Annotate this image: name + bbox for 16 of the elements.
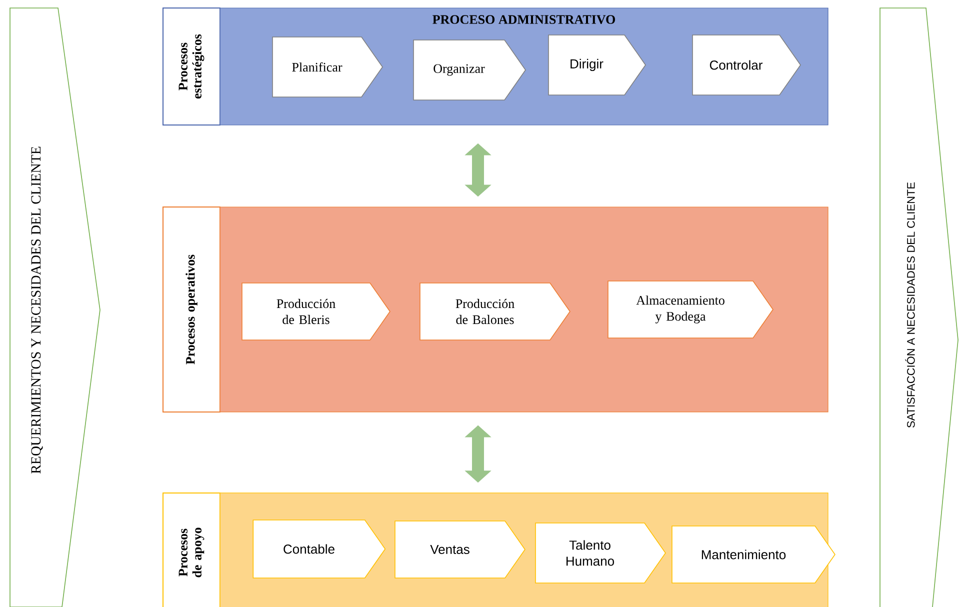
process-step: Mantenimiento	[672, 526, 836, 584]
process-step: Planificar	[272, 36, 383, 98]
process-step: Organizar	[413, 40, 526, 100]
output-chevron: SATISFACCIÓN A NECESIDADES DEL CLIENTE	[880, 8, 958, 607]
process-step: Producción de Balones	[420, 282, 570, 340]
band-label-box: Procesos estratégicos	[162, 8, 220, 126]
process-step: Controlar	[692, 34, 801, 96]
process-step: Talento Humano	[535, 522, 666, 584]
process-step: Ventas	[394, 520, 526, 578]
band-label-box: Procesos operativos	[162, 206, 220, 412]
band-title: PROCESO ADMINISTRATIVO	[432, 15, 615, 24]
process-step: Contable	[252, 520, 386, 578]
band-label-box: Procesos de apoyo	[162, 492, 220, 607]
input-chevron: REQUERIMIENTOS Y NECESIDADES DEL CLIENTE	[10, 8, 100, 607]
process-step: Producción de Bleris	[242, 282, 390, 340]
process-step: Almacenamiento y Bodega	[608, 280, 774, 338]
